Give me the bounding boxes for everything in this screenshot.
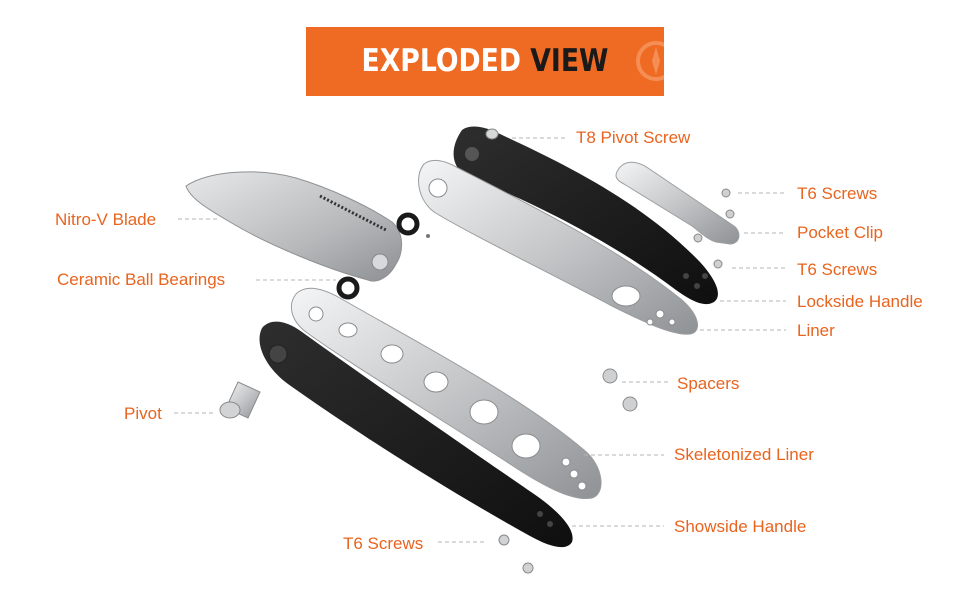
t6-screws-bottom-part xyxy=(498,534,534,574)
title-banner: EXPLODED VIEW xyxy=(306,27,664,96)
label-t6-screws-mid: T6 Screws xyxy=(797,260,878,279)
label-pocket-clip: Pocket Clip xyxy=(797,223,883,242)
logo-watermark-icon xyxy=(636,41,664,81)
label-showside-handle: Showside Handle xyxy=(674,517,807,536)
label-pivot: Pivot xyxy=(124,404,162,423)
label-lockside-handle: Lockside Handle xyxy=(797,292,923,311)
label-nitro-v-blade: Nitro-V Blade xyxy=(55,210,157,229)
label-t6-screws-top: T6 Screws xyxy=(797,184,878,203)
nitro-v-blade-part xyxy=(185,171,402,282)
title-word-view: VIEW xyxy=(530,43,609,79)
leader-lines xyxy=(174,137,786,543)
pivot-part xyxy=(219,381,261,419)
label-spacers: Spacers xyxy=(677,374,740,393)
showside-handle-part xyxy=(259,321,573,548)
skeletonized-liner-part xyxy=(290,287,602,500)
lockside-handle-part xyxy=(453,126,718,305)
spacers-part xyxy=(602,368,638,412)
liner-part xyxy=(418,160,698,335)
label-skeletonized-liner: Skeletonized Liner xyxy=(674,445,814,464)
title-word-exploded: EXPLODED xyxy=(361,43,522,79)
pocket-clip-part xyxy=(615,161,740,245)
ceramic-ball-bearings-part xyxy=(336,212,430,300)
label-t6-screws-bottom: T6 Screws xyxy=(343,534,424,553)
label-ceramic-ball-bearings: Ceramic Ball Bearings xyxy=(57,270,226,289)
t6-screws-top-part xyxy=(693,188,735,269)
page-title: EXPLODED VIEW xyxy=(331,43,639,79)
t8-pivot-screw-part xyxy=(485,128,499,140)
label-liner: Liner xyxy=(797,321,835,340)
label-t8-pivot-screw: T8 Pivot Screw xyxy=(576,128,691,147)
